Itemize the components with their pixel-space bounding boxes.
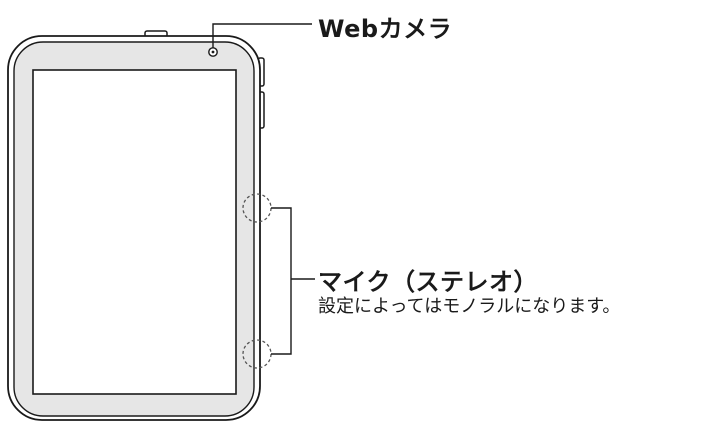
microphone-note: 設定によってはモノラルになります。 xyxy=(318,296,621,317)
mic-bracket xyxy=(271,207,292,355)
camera-leader-line xyxy=(212,23,312,48)
tablet-screen xyxy=(32,69,237,395)
camera-lens-center xyxy=(211,50,215,54)
microphone-label: マイク（ステレオ） xyxy=(318,268,539,296)
camera-label: Webカメラ xyxy=(318,15,453,43)
